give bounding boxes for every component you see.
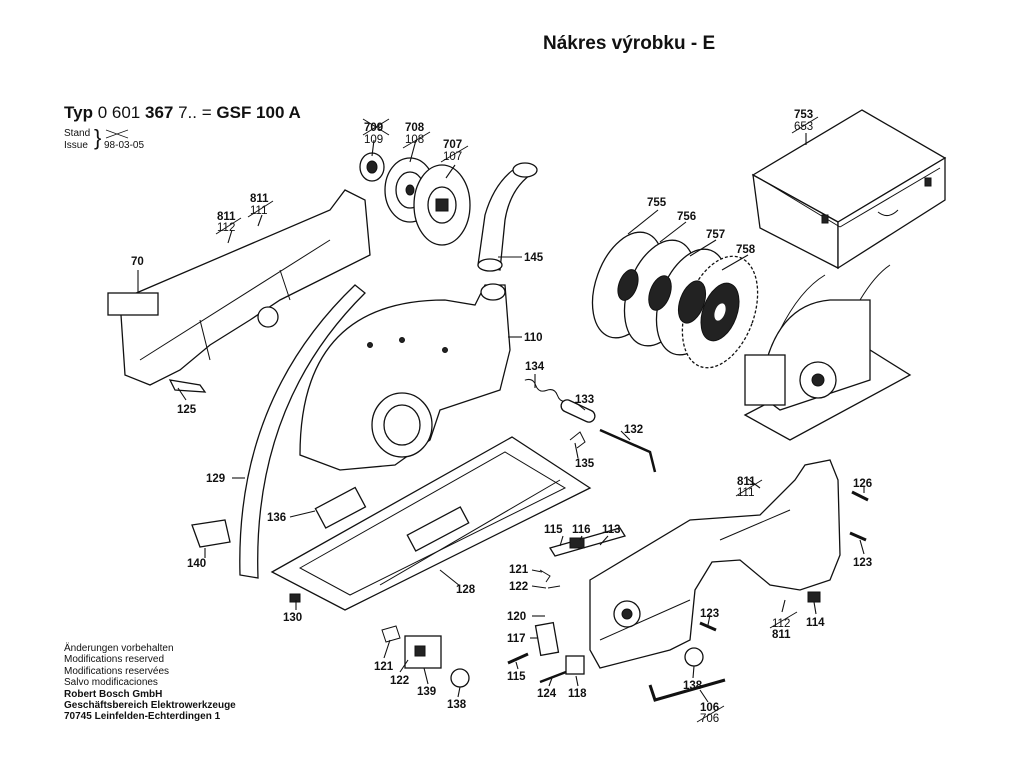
label-128: 128 [456, 584, 476, 596]
left-motor-housing [107, 189, 371, 393]
strikethrough-marks [215, 116, 819, 723]
model-name: GSF 100 A [216, 103, 301, 122]
footer-line-de: Änderungen vorbehalten [64, 643, 174, 654]
stand-issue-block: Stand Issue } 98-03-05 [64, 127, 144, 152]
label-709: 709 [364, 122, 383, 134]
allen-key [648, 678, 726, 702]
footer-line-es: Salvo modificaciones [64, 677, 158, 689]
label-136: 136 [267, 512, 286, 524]
label-753: 753 [794, 109, 813, 121]
suction-tube [477, 162, 538, 272]
label-70: 70 [131, 256, 144, 268]
label-757: 757 [706, 229, 725, 241]
label-108: 108 [405, 134, 424, 146]
label-117: 117 [507, 633, 526, 645]
label-111-c: 111 [737, 487, 754, 499]
label-106: 106 [700, 702, 719, 714]
issue-date: 98-03-05 [104, 140, 145, 151]
footer-notes: Änderungen vorbehalten Modifications res… [64, 643, 236, 723]
label-123-a: 123 [853, 557, 872, 569]
footer-address: 70745 Leinfelden-Echterdingen 1 [64, 711, 221, 723]
label-140: 140 [187, 558, 206, 570]
label-122-a: 122 [509, 581, 528, 593]
label-113: 113 [602, 524, 621, 536]
switch-parts [507, 527, 627, 684]
base-plate [270, 436, 592, 611]
screws [289, 490, 869, 632]
label-707: 707 [443, 139, 462, 151]
label-123-b: 123 [700, 608, 719, 620]
label-114: 114 [806, 617, 825, 629]
type-designation: Typ 0 601 367 7.. = GSF 100 A [64, 103, 301, 123]
right-motor-housing [589, 459, 841, 669]
footer-company: Robert Bosch GmbH [64, 688, 163, 700]
assembled-saw-view [743, 264, 912, 441]
label-115-a: 115 [544, 524, 563, 536]
label-121-a: 121 [509, 564, 529, 576]
label-755: 755 [647, 197, 667, 209]
label-112-c: 112 [772, 618, 790, 630]
blade-guard [299, 283, 511, 471]
label-126: 126 [853, 478, 872, 490]
label-138-b: 138 [683, 680, 703, 692]
label-121-b: 121 [374, 661, 394, 673]
label-116: 116 [572, 524, 591, 536]
bracket-140 [191, 519, 231, 548]
label-135: 135 [575, 458, 595, 470]
footer-line-en: Modifications reserved [64, 654, 165, 666]
label-132: 132 [624, 424, 643, 436]
label-811-b: 811 [217, 211, 236, 223]
label-130: 130 [283, 612, 302, 624]
label-111-a: 111 [250, 205, 267, 217]
label-653: 653 [794, 121, 813, 133]
label-120: 120 [507, 611, 526, 623]
stand-label: Stand [64, 128, 91, 139]
label-109: 109 [364, 134, 383, 146]
flange-parts [359, 152, 471, 246]
leader-lines [137, 133, 865, 703]
label-124: 124 [537, 688, 557, 700]
label-129: 129 [206, 473, 225, 485]
label-138-a: 138 [447, 699, 467, 711]
angle-rail [239, 284, 366, 579]
spring-pin-rod [524, 378, 657, 473]
label-125: 125 [177, 404, 197, 416]
page-title: Nákres výrobku - E [543, 33, 716, 54]
label-145: 145 [524, 252, 544, 264]
label-758: 758 [736, 244, 756, 256]
carrying-case [751, 109, 947, 270]
label-115-b: 115 [507, 671, 526, 683]
label-811-a: 811 [250, 193, 269, 205]
label-122-b: 122 [390, 675, 409, 687]
label-133: 133 [575, 394, 594, 406]
typ-number-post: 7.. = [178, 103, 212, 122]
stand-value-struck [104, 128, 130, 144]
saw-blades [591, 231, 759, 369]
label-811-d: 811 [772, 629, 791, 641]
footer-line-fr: Modifications reservées [64, 665, 170, 677]
part-labels: 709 109 708 108 707 107 753 653 811 111 … [131, 109, 872, 725]
label-811-c: 811 [737, 476, 756, 488]
label-107: 107 [443, 151, 462, 163]
label-708: 708 [405, 122, 425, 134]
label-706: 706 [700, 713, 719, 725]
typ-label: Typ [64, 103, 93, 122]
brace-glyph: } [94, 125, 102, 150]
issue-label: Issue [64, 140, 88, 151]
label-139: 139 [417, 686, 436, 698]
typ-number-pre: 0 601 [97, 103, 141, 122]
label-110: 110 [524, 332, 543, 344]
typ-number-bold: 367 [144, 103, 174, 122]
label-756: 756 [677, 211, 696, 223]
label-112-a: 112 [217, 222, 235, 234]
footer-division: Geschäftsbereich Elektrowerkzeuge [64, 700, 236, 712]
label-118: 118 [568, 688, 587, 700]
label-134: 134 [525, 361, 545, 373]
